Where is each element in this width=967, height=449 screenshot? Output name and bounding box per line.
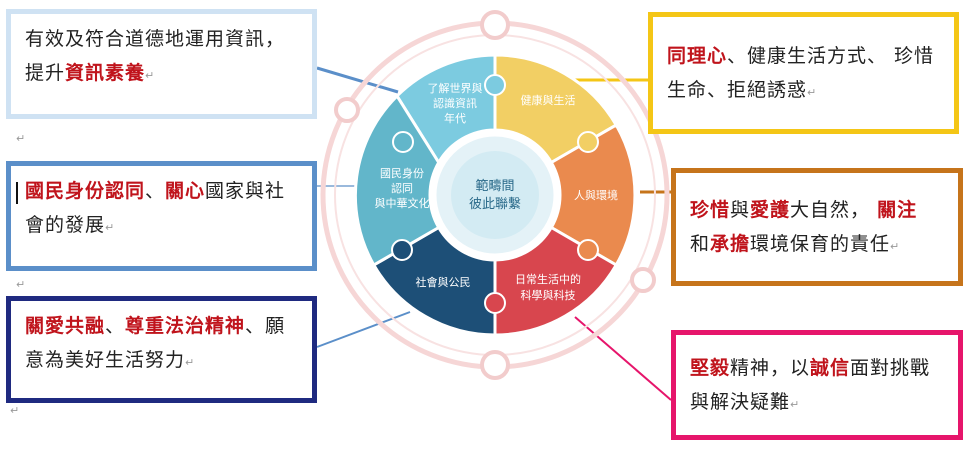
piece-label-world: 認識資訊 xyxy=(433,96,477,110)
health-highlight: 同理心 xyxy=(667,45,728,67)
ring-node-left xyxy=(334,97,360,123)
return-mark: ↵ xyxy=(105,221,116,234)
civic-highlight-1: 關愛共融 xyxy=(25,315,106,337)
env-highlight-1: 珍惜 xyxy=(690,199,731,221)
piece-label-identity: 與中華文化 xyxy=(375,196,430,210)
paragraph-mark: ↵ xyxy=(10,404,20,417)
return-mark: ↵ xyxy=(790,398,801,411)
piece-label-science: 日常生活中的 xyxy=(515,272,581,286)
env-text-3: 和 xyxy=(690,233,711,255)
health-text: 、健康生活方式、 珍惜生命、拒絕誘惑 xyxy=(667,45,935,101)
ring-node-bottom xyxy=(480,350,510,380)
civic-sep-1: 、 xyxy=(105,315,126,337)
science-text-2: 面對挑戰與解決疑難 xyxy=(690,357,931,413)
piece-label-identity: 認同 xyxy=(391,181,413,195)
puzzle-tab xyxy=(391,239,413,261)
return-mark: ↵ xyxy=(890,240,901,253)
civic-values-box: 關愛共融、尊重法治精神、願意為美好生活努力↵ xyxy=(6,296,317,403)
civic-text: 願意為美好生活努力 xyxy=(25,315,286,371)
return-mark: ↵ xyxy=(185,356,196,369)
identity-highlight-1: 國民身份認同 xyxy=(25,180,146,202)
env-highlight-4: 承擔 xyxy=(710,233,751,255)
national-identity-box: 國民身份認同、關心國家與社會的發展↵ xyxy=(6,161,317,271)
environment-box: 珍惜與愛護大自然， 關注和承擔環境保育的責任↵ xyxy=(671,168,963,286)
puzzle-piece-identity xyxy=(353,93,441,268)
science-highlight-1: 堅毅 xyxy=(690,357,731,379)
puzzle-tab xyxy=(577,131,599,153)
puzzle-tab xyxy=(392,131,414,153)
center-circle-inner xyxy=(451,151,539,239)
science-highlight-2: 誠信 xyxy=(810,357,851,379)
return-mark: ↵ xyxy=(807,86,818,99)
text-cursor xyxy=(16,182,18,204)
paragraph-mark: ↵ xyxy=(16,132,26,145)
piece-label-env: 人與環境 xyxy=(574,188,618,202)
env-highlight-2: 愛護 xyxy=(750,199,791,221)
piece-label-world: 年代 xyxy=(444,111,466,125)
civic-highlight-2: 尊重法治精神 xyxy=(125,315,246,337)
puzzle-tab xyxy=(484,292,506,314)
center-label-line1: 範疇間 xyxy=(475,179,514,194)
env-text-1: 與 xyxy=(730,199,751,221)
env-highlight-3: 關注 xyxy=(877,199,918,221)
piece-label-identity: 國民身份 xyxy=(380,166,424,180)
science-perseverance-box: 堅毅精神，以誠信面對挑戰與解決疑難↵ xyxy=(671,330,963,440)
connector-civic xyxy=(316,311,411,348)
identity-highlight-2: 關心 xyxy=(165,180,206,202)
center-label-line2: 彼此聯繫 xyxy=(469,197,521,212)
paragraph-mark: ↵ xyxy=(16,278,26,291)
info-literacy-box: 有效及符合道德地運用資訊，提升資訊素養↵ xyxy=(6,9,317,119)
connector-science xyxy=(574,316,672,401)
env-text-4: 環境保育的責任 xyxy=(750,233,891,255)
puzzle-tab xyxy=(577,239,599,261)
return-mark: ↵ xyxy=(145,69,156,82)
health-life-box: 同理心、健康生活方式、 珍惜生命、拒絕誘惑↵ xyxy=(648,12,959,134)
ring-node-top xyxy=(480,10,510,40)
identity-text: 國家與社會的發展 xyxy=(25,180,286,236)
connector-info xyxy=(316,66,399,94)
identity-sep: 、 xyxy=(145,180,166,202)
ring-node-right xyxy=(630,267,656,293)
piece-label-society: 社會與公民 xyxy=(416,275,471,289)
piece-label-world: 了解世界與 xyxy=(428,81,483,95)
science-text-1: 精神，以 xyxy=(730,357,811,379)
puzzle-tab xyxy=(484,74,506,96)
piece-label-science: 科學與科技 xyxy=(521,288,576,302)
info-highlight: 資訊素養 xyxy=(65,62,146,84)
civic-sep-2: 、 xyxy=(245,315,266,337)
env-text-2: 大自然， xyxy=(790,199,878,221)
info-text: 有效及符合道德地運用資訊，提升 xyxy=(25,28,286,84)
piece-label-health: 健康與生活 xyxy=(521,93,576,107)
